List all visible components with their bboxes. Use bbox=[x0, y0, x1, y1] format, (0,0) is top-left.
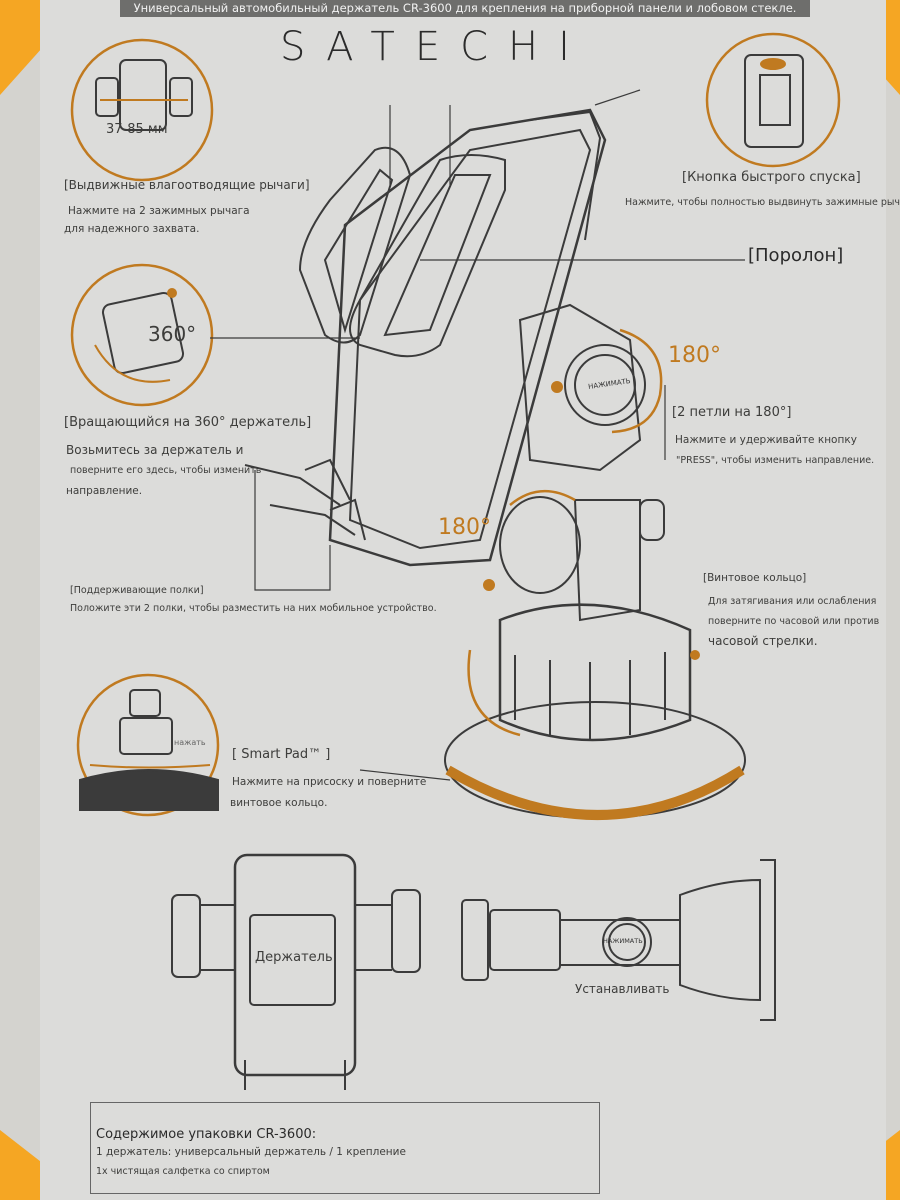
shelves-desc: Положите эти 2 полки, чтобы разместить н… bbox=[70, 603, 437, 614]
screw-ring-desc-3: часовой стрелки. bbox=[708, 634, 818, 648]
package-title: Содержимое упаковки CR-3600: bbox=[96, 1127, 317, 1142]
arms-size-label: 37-85 мм bbox=[106, 122, 168, 137]
arms-title: [Выдвижные влагоотводящие рычаги] bbox=[64, 178, 310, 192]
foam-title: [Поролон] bbox=[748, 245, 844, 266]
header-banner: Универсальный автомобильный держатель CR… bbox=[120, 0, 810, 17]
smartpad-detail-circle bbox=[76, 673, 220, 817]
shelves-title: [Поддерживающие полки] bbox=[70, 585, 204, 596]
package-contents-box bbox=[90, 1102, 600, 1194]
loops-title: [2 петли на 180°] bbox=[672, 405, 792, 420]
rotate-title: [Вращающийся на 360° держатель] bbox=[64, 415, 312, 430]
screw-ring-title: [Винтовое кольцо] bbox=[703, 572, 807, 584]
rotate-desc-3: направление. bbox=[66, 485, 143, 497]
loops-desc-1: Нажмите и удерживайте кнопку bbox=[675, 434, 857, 446]
arms-detail-circle bbox=[70, 38, 214, 182]
arms-desc-1: Нажмите на 2 зажимных рычага bbox=[68, 205, 250, 217]
rotate-desc-1: Возьмитесь за держатель и bbox=[66, 443, 244, 457]
smartpad-title: [ Smart Pad™ ] bbox=[232, 747, 331, 762]
screw-ring-desc-2: поверните по часовой или против bbox=[708, 616, 880, 627]
release-title: [Кнопка быстрого спуска] bbox=[682, 170, 861, 185]
brand-logo: SATECHI bbox=[280, 24, 590, 70]
smartpad-desc-1: Нажмите на присоску и поверните bbox=[232, 776, 427, 788]
holder-label: Держатель bbox=[255, 950, 333, 965]
package-line-1: 1 держатель: универсальный держатель / 1… bbox=[96, 1146, 406, 1158]
rotate-desc-2: поверните его здесь, чтобы изменить bbox=[70, 465, 262, 476]
release-desc: Нажмите, чтобы полностью выдвинуть зажим… bbox=[625, 197, 900, 208]
arms-desc-2: для надежного захвата. bbox=[64, 223, 200, 235]
loops-desc-2: "PRESS", чтобы изменить направление. bbox=[676, 455, 875, 466]
loop-degree-top: 180° bbox=[668, 343, 721, 368]
smartpad-press-label: нажать bbox=[174, 738, 206, 747]
mount-label: Устанавливать bbox=[575, 982, 670, 996]
release-detail-circle bbox=[705, 32, 841, 168]
mount-press-label: НАЖИМАТЬ bbox=[603, 937, 643, 945]
smartpad-desc-2: винтовое кольцо. bbox=[230, 797, 328, 809]
screw-ring-desc-1: Для затягивания или ослабления bbox=[708, 596, 877, 607]
rotate-badge: 360° bbox=[148, 322, 197, 346]
package-line-2: 1х чистящая салфетка со спиртом bbox=[96, 1166, 270, 1177]
loop-degree-mid: 180° bbox=[438, 515, 491, 540]
rotate-detail-circle bbox=[70, 263, 214, 407]
